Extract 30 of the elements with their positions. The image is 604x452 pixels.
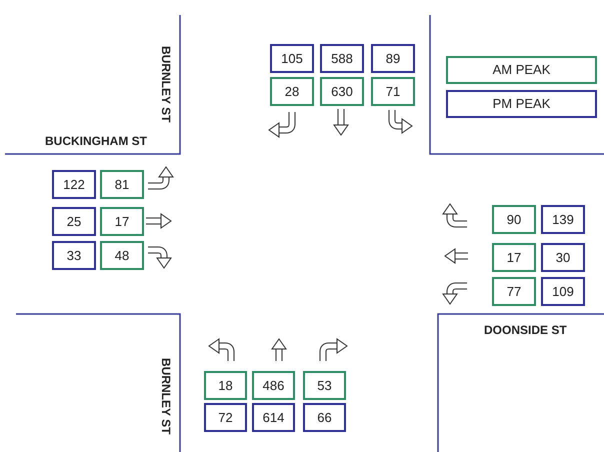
count-box: 89	[371, 44, 415, 73]
count-box: 81	[100, 170, 144, 199]
street-name: DOONSIDE ST	[484, 324, 567, 336]
count-box: 72	[204, 403, 247, 432]
count-box: 17	[492, 243, 536, 272]
count-box: 48	[100, 241, 144, 270]
legend-key: AM PEAK	[446, 56, 597, 84]
count-box: 105	[270, 44, 314, 73]
count-box: 109	[541, 277, 585, 306]
count-box: 77	[492, 277, 536, 306]
street-name: BURNLEY ST	[160, 46, 172, 122]
street-name: BUCKINGHAM ST	[45, 135, 147, 147]
count-box: 30	[541, 243, 585, 272]
count-box: 588	[320, 44, 364, 73]
count-box: 630	[320, 77, 364, 106]
count-box: 90	[492, 205, 536, 234]
count-box: 71	[371, 77, 415, 106]
legend-key: PM PEAK	[446, 90, 597, 118]
count-box: 66	[303, 403, 346, 432]
count-box: 53	[303, 371, 346, 400]
count-box: 614	[252, 403, 295, 432]
count-box: 17	[100, 207, 144, 236]
count-box: 139	[541, 205, 585, 234]
count-box: 33	[52, 241, 96, 270]
count-box: 28	[270, 77, 314, 106]
count-box: 18	[204, 371, 247, 400]
count-box: 486	[252, 371, 295, 400]
street-name: BURNLEY ST	[160, 358, 172, 434]
count-box: 25	[52, 207, 96, 236]
count-box: 122	[52, 170, 96, 199]
